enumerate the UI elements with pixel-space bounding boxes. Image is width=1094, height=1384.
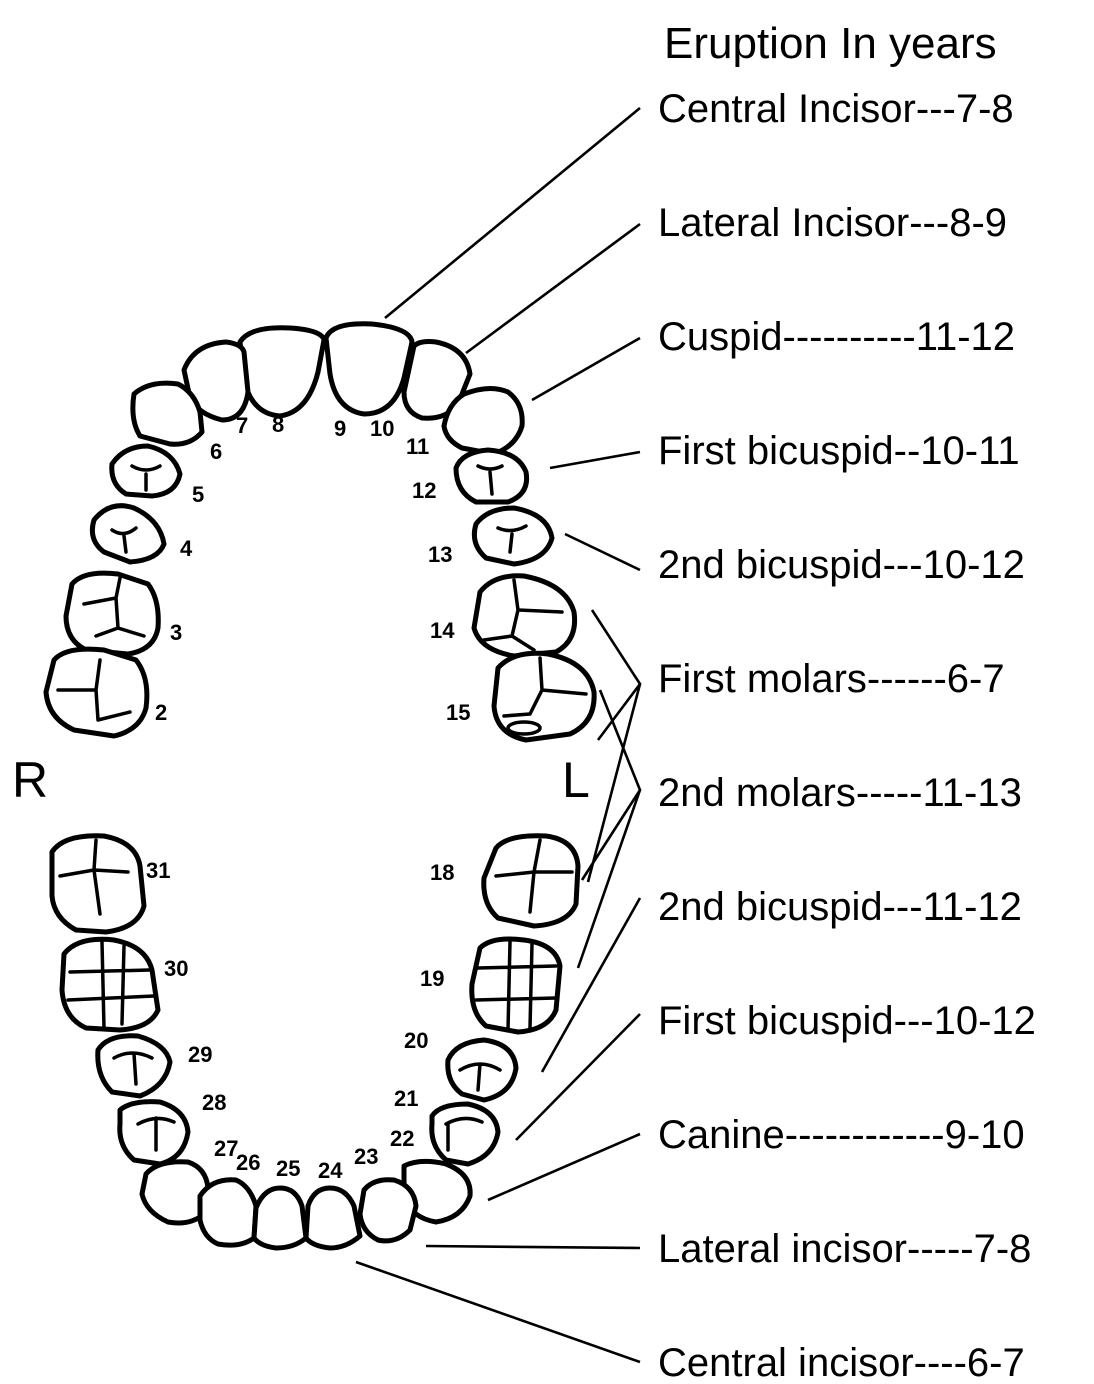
tooth-number-20: 20 (404, 1028, 428, 1053)
tooth-21 (432, 1104, 498, 1164)
label-first-molars: First molars------6-7 (658, 657, 1005, 701)
tooth-24 (306, 1188, 360, 1248)
leader-first-bicuspid-upper (550, 452, 640, 468)
tooth-number-25: 25 (276, 1156, 300, 1181)
tooth-number-29: 29 (188, 1042, 212, 1067)
tooth-6 (133, 383, 202, 444)
label-lateral-incisor-lower: Lateral incisor-----7-8 (658, 1227, 1031, 1271)
tooth-30 (62, 939, 158, 1030)
leader-central-incisor-lower (356, 1262, 640, 1362)
tooth-number-15: 15 (446, 700, 470, 725)
tooth-26 (200, 1180, 256, 1245)
leader-second-molar-lower (578, 790, 640, 968)
tooth-number-6: 6 (210, 439, 222, 464)
tooth-9 (326, 324, 412, 414)
label-lateral-incisor-upper: Lateral Incisor---8-9 (658, 201, 1007, 245)
tooth-8 (240, 328, 324, 416)
lower-arch (52, 836, 578, 1248)
label-second-molars: 2nd molars-----11-13 (658, 771, 1022, 815)
leader-second-bicuspid-upper (565, 534, 640, 570)
left-side-marker: L (562, 752, 590, 808)
label-second-bicuspid-lower: 2nd bicuspid---11-12 (658, 885, 1022, 929)
tooth-number-18: 18 (430, 860, 454, 885)
tooth-28 (120, 1102, 188, 1164)
tooth-numbers: 2 3 4 5 6 7 8 9 10 11 12 13 14 15 18 19 … (146, 412, 470, 1183)
tooth-number-8: 8 (272, 412, 284, 437)
leader-lateral-incisor-lower (426, 1246, 640, 1248)
tooth-23 (360, 1180, 416, 1241)
tooth-19 (472, 939, 560, 1032)
tooth-number-9: 9 (334, 416, 346, 441)
tooth-number-5: 5 (192, 482, 204, 507)
tooth-number-7: 7 (236, 413, 248, 438)
tooth-number-21: 21 (394, 1086, 418, 1111)
label-cuspid-upper: Cuspid----------11-12 (658, 315, 1015, 359)
tooth-number-27: 27 (214, 1136, 238, 1161)
tooth-number-31: 31 (146, 858, 170, 883)
leader-cuspid-upper (532, 338, 640, 400)
tooth-25 (254, 1188, 306, 1248)
tooth-number-11: 11 (406, 434, 429, 459)
tooth-number-23: 23 (354, 1144, 378, 1169)
tooth-number-2: 2 (155, 700, 167, 725)
right-side-marker: R (12, 752, 48, 808)
tooth-number-24: 24 (318, 1158, 343, 1183)
tooth-3 (66, 573, 158, 654)
tooth-number-13: 13 (428, 542, 452, 567)
tooth-number-22: 22 (390, 1126, 414, 1151)
label-central-incisor-upper: Central Incisor---7-8 (658, 87, 1014, 131)
tooth-number-30: 30 (164, 956, 188, 981)
tooth-31 (52, 836, 144, 932)
eruption-labels: Central Incisor---7-8 Lateral Incisor---… (658, 87, 1036, 1384)
label-first-bicuspid-lower: First bicuspid---10-12 (658, 999, 1036, 1043)
upper-arch (46, 324, 594, 740)
tooth-number-10: 10 (370, 416, 394, 441)
tooth-11 (444, 388, 522, 454)
label-first-bicuspid-upper: First bicuspid--10-11 (658, 429, 1020, 473)
leader-central-incisor-upper (385, 108, 640, 318)
tooth-number-14: 14 (430, 618, 455, 643)
leader-canine-lower (488, 1134, 640, 1200)
tooth-20 (448, 1040, 516, 1100)
label-canine-lower: Canine------------9-10 (658, 1113, 1025, 1157)
tooth-number-3: 3 (170, 620, 182, 645)
tooth-number-26: 26 (236, 1150, 260, 1175)
leader-first-bicuspid-lower (516, 1014, 640, 1140)
leader-first-molars (592, 610, 640, 740)
label-central-incisor-lower: Central incisor----6-7 (658, 1341, 1025, 1384)
tooth-number-4: 4 (180, 536, 193, 561)
tooth-number-28: 28 (202, 1090, 226, 1115)
leader-lateral-incisor-upper (466, 224, 640, 353)
tooth-number-12: 12 (412, 478, 436, 503)
diagram-heading: Eruption In years (664, 19, 997, 68)
tooth-number-19: 19 (420, 966, 444, 991)
leader-first-molar-lower (588, 684, 640, 882)
label-second-bicuspid-upper: 2nd bicuspid---10-12 (658, 543, 1025, 587)
leader-lines (356, 108, 640, 1362)
